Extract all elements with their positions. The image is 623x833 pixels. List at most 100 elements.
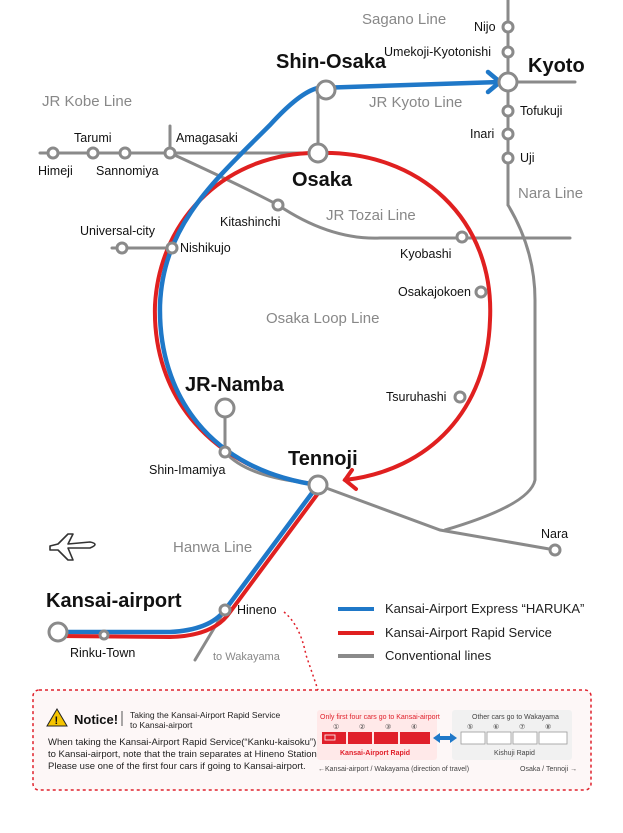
car-number-2: ② <box>359 723 365 731</box>
rapid-line <box>56 486 324 640</box>
osaka-label: Osaka <box>292 169 353 191</box>
kitashinchi-label: Kitashinchi <box>220 215 280 229</box>
marker-rinku-town[interactable] <box>98 629 110 641</box>
sannomiya-label: Sannomiya <box>96 164 159 178</box>
marker-universal-city[interactable] <box>115 241 129 255</box>
notice-body-3: Please use one of the first four cars if… <box>48 761 306 772</box>
other-cars-panel <box>452 710 572 760</box>
direction-left: ←Kansai-airport / Wakayama (direction of… <box>318 766 469 773</box>
marker-tsuruhashi[interactable] <box>453 390 467 404</box>
car-6 <box>486 731 512 745</box>
marker-shin-osaka[interactable] <box>315 79 337 101</box>
tennoji-label: Tennoji <box>288 448 358 470</box>
amagasaki-label: Amagasaki <box>176 131 238 145</box>
airplane-icon <box>49 533 96 561</box>
marker-himeji[interactable] <box>46 146 60 160</box>
hanwa-line-label: Hanwa Line <box>173 539 252 556</box>
marker-tofukuji[interactable] <box>501 104 515 118</box>
car-5 <box>460 731 486 745</box>
hineno-callout <box>283 611 319 691</box>
marker-tennoji[interactable] <box>307 474 329 496</box>
shin-imamiya-label: Shin-Imamiya <box>149 463 225 477</box>
marker-shin-imamiya[interactable] <box>218 445 232 459</box>
tennoji-nara-track <box>316 483 557 552</box>
marker-nijo[interactable] <box>501 20 515 34</box>
marker-kansai-airport[interactable] <box>47 621 69 643</box>
nishikujo-label: Nishikujo <box>180 241 231 255</box>
marker-jr-namba[interactable] <box>214 397 236 419</box>
car-1-window <box>324 734 336 741</box>
himeji-label: Himeji <box>38 164 73 178</box>
loop-red-arrow <box>342 468 358 491</box>
car-8 <box>538 731 568 745</box>
marker-inari[interactable] <box>501 127 515 141</box>
jr-namba-label: JR-Namba <box>185 374 285 396</box>
rapid-hanwa-track <box>56 486 324 640</box>
marker-kyobashi[interactable] <box>455 230 469 244</box>
kyoto-label: Kyoto <box>528 55 585 77</box>
marker-amagasaki[interactable] <box>163 146 177 160</box>
hineno-label: Hineno <box>237 603 277 617</box>
kobe-line-label: JR Kobe Line <box>42 93 132 110</box>
to-wakayama-label: to Wakayama <box>213 651 281 663</box>
svg-text:!: ! <box>55 715 59 727</box>
car-number-1: ① <box>333 723 339 731</box>
marker-nara[interactable] <box>548 543 562 557</box>
tsuruhashi-label: Tsuruhashi <box>386 390 446 404</box>
legend: Kansai-Airport Express “HARUKA” Kansai-A… <box>338 601 584 663</box>
tarumi-label: Tarumi <box>74 131 112 145</box>
car-number-6: ⑥ <box>493 723 499 731</box>
umekoji-label: Umekoji-Kyotonishi <box>384 45 491 59</box>
marker-kyoto[interactable] <box>497 71 519 93</box>
marker-osaka[interactable] <box>307 142 329 164</box>
loop-red-track <box>316 150 493 482</box>
legend-conventional-text: Conventional lines <box>385 648 492 663</box>
tofukuji-label: Tofukuji <box>520 104 562 118</box>
sagano-line-label: Sagano Line <box>362 11 446 28</box>
notice-subtitle-2: to Kansai-airport <box>130 720 193 730</box>
car-4 <box>400 732 430 744</box>
car-number-8: ⑧ <box>545 723 551 731</box>
marker-tarumi[interactable] <box>86 146 100 160</box>
marker-sannomiya[interactable] <box>118 146 132 160</box>
car-number-5: ⑤ <box>467 723 473 731</box>
notice-body-2: to Kansai-airport, note that the train s… <box>48 749 319 760</box>
notice-body-1: When taking the Kansai-Airport Rapid Ser… <box>48 737 316 748</box>
marker-nishikujo[interactable] <box>165 241 179 255</box>
direction-right: Osaka / Tennoji → <box>520 766 577 773</box>
car-1 <box>322 732 346 744</box>
universal-city-label: Universal-city <box>80 224 156 238</box>
train-diagram: Only first four cars go to Kansai-airpor… <box>317 710 577 773</box>
kansai-airport-label: Kansai-airport <box>46 590 182 612</box>
notice-title: Notice! <box>74 712 118 727</box>
warning-icon: ! <box>46 708 68 727</box>
separation-arrow-icon <box>433 733 457 743</box>
car-3 <box>374 732 398 744</box>
legend-rapid-text: Kansai-Airport Rapid Service <box>385 625 552 640</box>
loop-line-label: Osaka Loop Line <box>266 310 379 327</box>
car-number-3: ③ <box>385 723 391 731</box>
marker-hineno[interactable] <box>218 603 232 617</box>
car-2 <box>348 732 372 744</box>
rapid-label: Kansai-Airport Rapid <box>340 750 410 757</box>
nara-line-label: Nara Line <box>518 185 583 202</box>
uji-label: Uji <box>520 151 535 165</box>
tozai-line-label: JR Tozai Line <box>326 207 416 224</box>
rinku-town-label: Rinku-Town <box>70 646 135 660</box>
marker-osakajokoen[interactable] <box>474 285 488 299</box>
kyobashi-label: Kyobashi <box>400 247 451 261</box>
shin-osaka-label: Shin-Osaka <box>276 51 387 73</box>
line-names: Sagano Line JR Kobe Line JR Kyoto Line J… <box>42 11 583 663</box>
notice-box: ! Notice! Taking the Kansai-Airport Rapi… <box>32 689 592 791</box>
marker-kitashinchi[interactable] <box>271 198 285 212</box>
notice-border <box>32 689 592 791</box>
notice-subtitle-1: Taking the Kansai-Airport Rapid Service <box>130 710 281 720</box>
marker-umekoji[interactable] <box>501 45 515 59</box>
car-number-7: ⑦ <box>519 723 525 731</box>
legend-haruka-text: Kansai-Airport Express “HARUKA” <box>385 601 584 616</box>
car-7 <box>512 731 538 745</box>
nijo-label: Nijo <box>474 20 496 34</box>
first-cars-caption: Only first four cars go to Kansai-airpor… <box>320 714 440 721</box>
marker-uji[interactable] <box>501 151 515 165</box>
